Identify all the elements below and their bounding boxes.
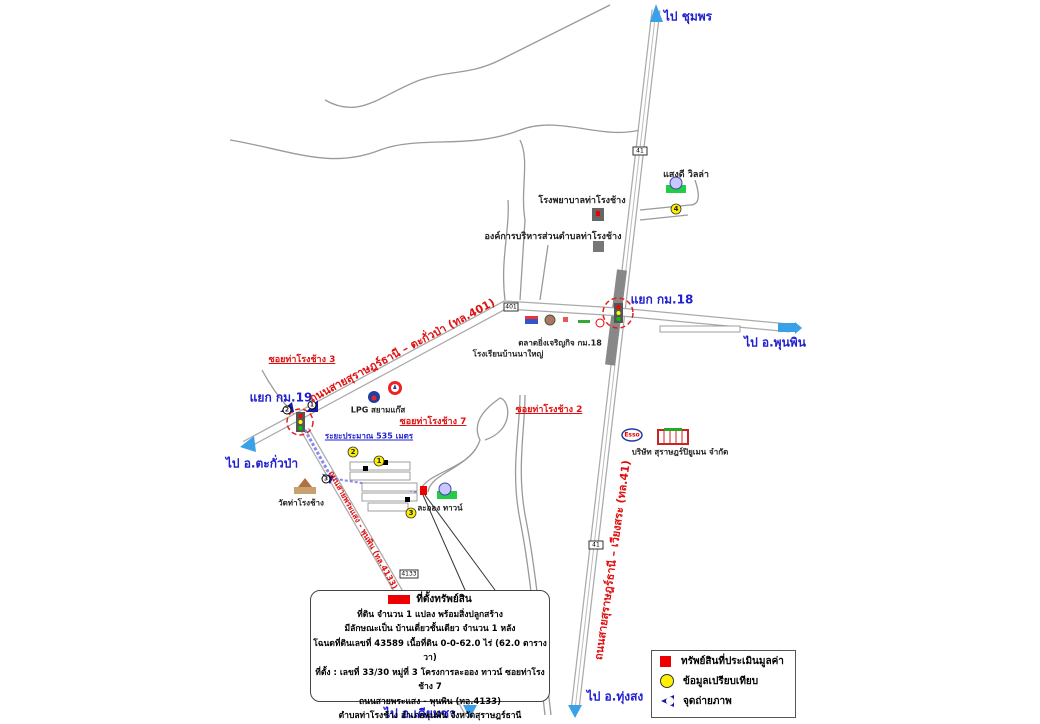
village-icon [666,176,686,193]
comparable-number: 4 [673,205,679,213]
sao-office-icon [593,241,604,252]
place-sao-office: องค์การบริหารส่วนตำบลท่าโรงช้าง [484,232,622,242]
comparable-number: 2 [350,448,356,456]
arrow-west [240,436,256,452]
info-line: ที่ตั้ง : เลขที่ 33/30 หมู่ที่ 3 โครงการ… [315,667,545,693]
info-line: มีลักษณะเป็น บ้านเดี่ยวชั้นเดียว จำนวน 1… [344,624,516,634]
junction-km18-circle [602,297,634,329]
comparable-number: 1 [376,457,382,465]
highway-41 [570,9,661,711]
photo-point-number: 3 [323,475,329,483]
info-line: ตำบลท่าโรงช้าง อำเภอพุนพิน จังหวัดสุราษฎ… [338,711,522,721]
destination-phunphin: ไป อ.พุนพิน [744,335,806,350]
place-sangdee-villa: แสงดี วิลล่า [663,170,709,180]
route-shield-401: 401 [503,302,519,312]
legend-item-property: ทรัพย์สินที่ประเมินมูลค่า [652,651,795,671]
legend-label: ทรัพย์สินที่ประเมินมูลค่า [681,655,784,667]
property-marker [420,486,427,495]
map-legend: ทรัพย์สินที่ประเมินมูลค่า ข้อมูลเปรียบเท… [651,650,796,718]
place-hospital: โรงพยาบาลท่าโรงช้าง [538,196,626,206]
destination-takuapa: ไป อ.ตะกั่วป่า [225,456,299,471]
legend-label: ข้อมูลเปรียบเทียบ [683,675,759,687]
photo-point-icon [661,695,674,707]
info-title-row: ที่ตั้งทรัพย์สิน [311,593,549,608]
temple-icon [294,478,316,494]
arrow-south [568,705,582,718]
distance-label: ระยะประมาณ 535 เมตร [324,431,414,441]
lpg-icon [368,391,380,403]
info-line: ถนนสายพระแสง - พุนพิน (ทล.4133) [359,696,501,707]
school-icon [525,316,538,324]
traffic-light-icon [614,303,623,323]
destination-khiansa: ไป อ.เคียนซา [384,706,456,721]
soi-label-7: ซอยท่าโรงช้าง 7 [399,417,467,427]
route-shield-41: 41 [588,540,604,550]
yellow-circle-icon [660,674,674,688]
info-line: ที่ดิน จำนวน 1 แปลง พร้อมสิ่งปลูกสร้าง [357,609,503,620]
market-icon [544,314,556,326]
destination-thungsong: ไป อ.ทุ่งสง [586,689,644,704]
gas-station-icon [388,381,402,395]
place-lpg: LPG สยามแก๊ส [350,405,406,415]
photo-point-number: 1 [309,401,315,409]
info-title: ที่ตั้งทรัพย์สิน [416,594,472,605]
place-laong-town: ละออง ทาวน์ [417,503,463,513]
hospital-icon [592,208,604,221]
esso-label: Esso [624,431,640,439]
place-company: บริษัท สุราษฎร์ปิยูเมน จำกัด [631,447,729,457]
soi-label-3: ซอยท่าโรงช้าง 3 [268,355,336,365]
comparable-number: 3 [408,509,414,517]
junction-km19: แยก กม.19 [249,390,313,405]
legend-item-photo: จุดถ่ายภาพ [652,691,795,711]
soi-label-2: ซอยท่าโรงช้าง 2 [515,405,583,415]
destination-chumphon: ไป ชุมพร [663,9,713,24]
traffic-light-icon [296,412,305,432]
direction-arrows [240,4,802,718]
route-shield-41: 41 [632,146,648,156]
shop-icons [563,317,605,328]
route-shield-4133: 4133 [399,569,419,579]
property-swatch [388,594,411,604]
callout-lines [422,494,496,591]
highway-401 [242,300,791,449]
legend-item-comparable: ข้อมูลเปรียบเทียบ [652,671,795,691]
place-school: โรงเรียนบ้านนาใหญ่ [472,349,544,359]
arrow-east [795,322,802,334]
red-square-icon [660,655,671,667]
property-info-box: ที่ตั้งทรัพย์สิน ที่ดิน จำนวน 1 แปลง พร้… [310,590,550,721]
junction-km19-circle [286,408,314,436]
esso-logo [621,428,643,442]
comparable-markers [347,203,682,519]
place-temple: วัดท่าโรงช้าง [278,498,324,508]
photo-point-markers [280,400,334,484]
arrow-north [650,4,663,22]
legend-label: จุดถ่ายภาพ [683,695,732,707]
village-icon [437,482,457,499]
junction-km18: แยก กม.18 [630,292,694,307]
place-market: ตลาดยิ่งเจริญกิจ กม.18 [518,338,602,348]
info-line: โฉนดที่ดินเลขที่ 43589 เนื้อที่ดิน 0-0-6… [313,638,547,664]
company-icon [657,428,689,445]
photo-point-number: 2 [284,406,290,414]
